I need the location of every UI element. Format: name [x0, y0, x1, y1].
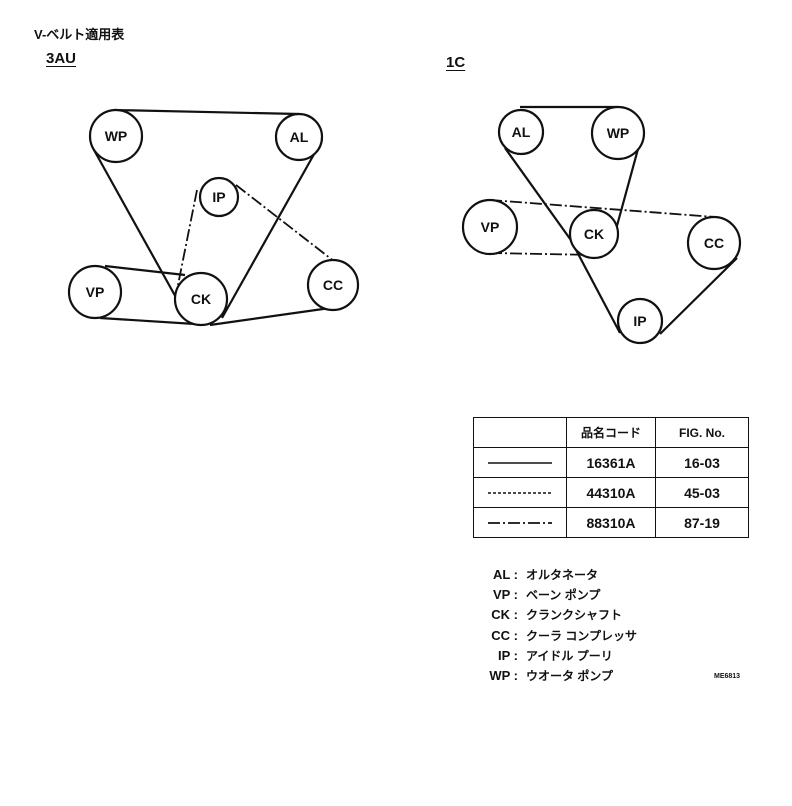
abbreviation-item: WP : ウオータ ポンプ	[462, 667, 613, 684]
abbreviation-key: CK :	[491, 607, 518, 622]
pulley-3au-ck: CK	[173, 271, 229, 327]
svg-text:AL: AL	[512, 124, 531, 140]
legend-row: 44310A 45-03	[473, 477, 749, 508]
legend-fig: 16-03	[655, 447, 749, 478]
legend-fig: 45-03	[655, 477, 749, 508]
abbreviation-item: IP : アイドル プーリ	[462, 647, 613, 664]
engine-label-3au: 3AU	[46, 50, 77, 67]
belt-1c-dashdot-vp-ck-cc	[489, 199, 716, 256]
svg-text:VP: VP	[481, 219, 500, 235]
abbreviation-desc: オルタネータ	[526, 568, 599, 582]
pulley-1c-cc: CC	[686, 215, 742, 271]
abbreviation-desc: ベーン ポンプ	[526, 588, 601, 602]
abbreviation-key: VP :	[492, 587, 518, 602]
legend-header-fig: FIG. No.	[655, 417, 749, 448]
legend-header-code: 品名コード	[566, 417, 656, 448]
legend-code: 88310A	[566, 507, 656, 538]
svg-text:VP: VP	[86, 284, 105, 300]
belt-3au-dashdot-ip-ck-cc	[177, 184, 336, 286]
legend-header-line	[473, 417, 567, 448]
pulley-3au-al: AL	[274, 112, 324, 162]
svg-text:WP: WP	[607, 125, 630, 141]
pulley-3au-cc: CC	[306, 258, 360, 312]
pulley-3au-ip: IP	[198, 176, 240, 218]
abbreviation-key: CC :	[491, 628, 518, 643]
legend-code: 44310A	[566, 477, 656, 508]
belt-1c-solid-ck-ip	[574, 247, 738, 335]
svg-text:IP: IP	[633, 313, 646, 329]
svg-text:CK: CK	[584, 226, 604, 242]
pulley-3au-wp: WP	[88, 108, 144, 164]
pulley-1c-wp: WP	[590, 105, 646, 161]
abbreviation-item: CK : クランクシャフト	[462, 606, 622, 623]
abbreviation-desc: クランクシャフト	[526, 608, 623, 622]
pulley-1c-al: AL	[497, 108, 545, 156]
belt-3au-solid-wp-al-ck	[93, 108, 323, 319]
legend-line-solid	[473, 447, 567, 478]
svg-text:CK: CK	[191, 291, 211, 307]
legend-row: 88310A 87-19	[473, 507, 749, 538]
pulley-1c-vp: VP	[461, 198, 519, 256]
abbreviation-item: VP : ベーン ポンプ	[462, 586, 600, 603]
svg-text:CC: CC	[704, 235, 724, 251]
svg-text:WP: WP	[105, 128, 128, 144]
legend-code: 16361A	[566, 447, 656, 478]
belt-3au-solid-vp-ck-cc	[99, 264, 331, 327]
legend-row: 16361A 16-03	[473, 447, 749, 478]
pulley-1c-ip: IP	[616, 297, 664, 345]
svg-text:CC: CC	[323, 277, 343, 293]
abbreviation-desc: クーラ コンプレッサ	[526, 629, 637, 643]
page-title: V-ベルト適用表	[34, 27, 125, 42]
abbreviation-key: WP :	[489, 668, 518, 683]
abbreviation-item: CC : クーラ コンプレッサ	[462, 627, 637, 644]
abbreviation-key: AL :	[492, 567, 518, 582]
belt-legend-table: 品名コード FIG. No. 16361A 16-03 44310A 45-03…	[473, 417, 749, 538]
abbreviation-desc: ウオータ ポンプ	[526, 669, 613, 683]
svg-text:IP: IP	[212, 189, 225, 205]
engine-label-1c: 1C	[446, 54, 466, 71]
abbreviation-item: AL : オルタネータ	[462, 566, 598, 583]
abbreviation-key: IP :	[497, 648, 518, 663]
pulley-1c-ck: CK	[568, 208, 620, 260]
legend-line-dotted	[473, 477, 567, 508]
legend-line-dashdot	[473, 507, 567, 538]
pulley-3au-vp: VP	[67, 264, 123, 320]
legend-fig: 87-19	[655, 507, 749, 538]
legend-header-row: 品名コード FIG. No.	[473, 417, 749, 448]
figure-code: ME6813	[714, 673, 741, 680]
svg-text:AL: AL	[290, 129, 309, 145]
abbreviation-desc: アイドル プーリ	[526, 649, 613, 663]
